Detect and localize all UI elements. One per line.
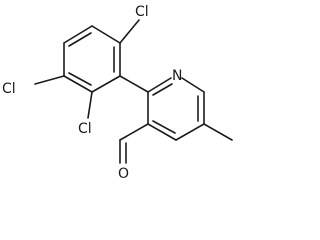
atom-label-nitrogen: N — [172, 68, 182, 84]
atom-label-cl-top: Cl — [135, 4, 149, 20]
chlorine-bonds — [34, 19, 140, 119]
bond-phenyl-c2-c3 — [63, 25, 93, 44]
pyridine-ring — [147, 77, 205, 141]
bond-phenyl-c4-c5-inner — [68, 72, 92, 86]
bond-c4-cl-left — [34, 75, 65, 85]
bond-pyr-c4-c3 — [147, 123, 177, 141]
bond-pyr-n1-c6 — [181, 77, 205, 93]
trichlorophenyl-ring — [63, 25, 121, 93]
bond-c1-cl-top — [119, 19, 140, 44]
atom-label-cl-left: Cl — [2, 81, 16, 97]
bond-phenyl-c4-c5 — [63, 75, 93, 93]
bond-pyr-c2-n1-inner — [152, 83, 173, 96]
bond-phenyl-c1-c2 — [91, 25, 121, 44]
bond-biaryl — [119, 75, 149, 93]
bond-phenyl-c5-c6 — [91, 75, 121, 93]
bond-methyl — [203, 123, 233, 141]
bond-pyr-c4-c3-inner — [152, 120, 176, 134]
structure-canvas: Cl Cl Cl N O — [2, 4, 233, 182]
chemical-structure: Cl Cl Cl N O — [2, 4, 233, 182]
bond-phenyl-c2-c3-inner — [68, 32, 92, 47]
atom-label-cl-bottom: Cl — [78, 121, 92, 137]
bond-pyr-c2-n1 — [147, 77, 172, 93]
bond-pyr-c5-c4 — [175, 123, 205, 141]
bond-c5-cl-bottom — [87, 91, 93, 119]
atom-label-oxygen: O — [118, 166, 129, 182]
aldehyde-group — [119, 123, 149, 164]
bond-c3-cho — [119, 123, 149, 141]
